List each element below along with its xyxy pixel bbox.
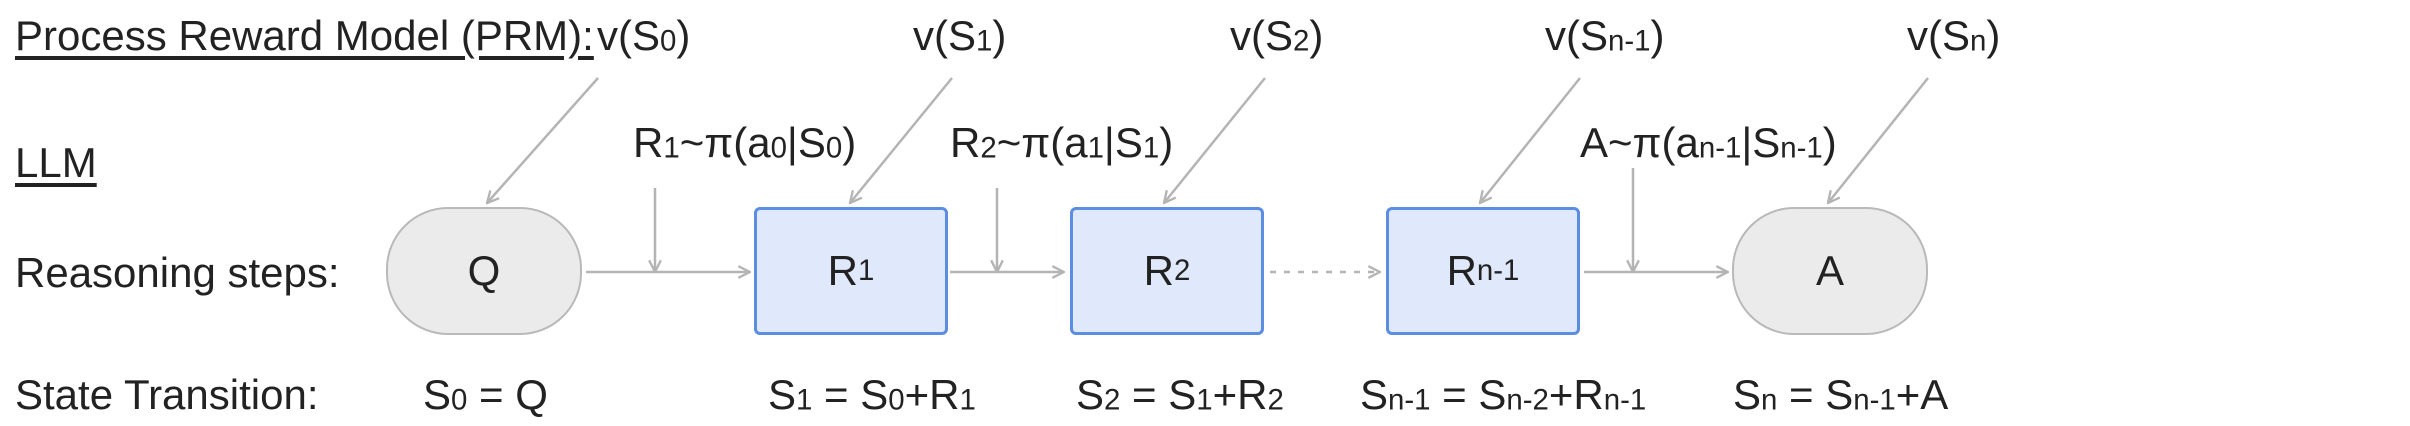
reasoning-row-label: Reasoning steps: (15, 249, 340, 296)
value-label-v0: v(S0) (597, 12, 691, 59)
value-label-vn: v(Sn) (1907, 12, 2001, 59)
value-label-v1: v(S1) (913, 12, 1007, 59)
transition-tn: Sn = Sn-1+A (1733, 371, 1949, 418)
transition-t2: S2 = S1+R2 (1076, 371, 1284, 418)
value-label-v2: v(S2) (1230, 12, 1324, 59)
value-arrow-v0 (487, 77, 599, 203)
policy-label-p2: R2~π(a1|S1) (950, 119, 1174, 166)
transition-row-label: State Transition: (15, 371, 319, 418)
transition-tn1: Sn-1 = Sn-2+Rn-1 (1360, 371, 1647, 418)
value-arrow-v2 (1164, 77, 1266, 203)
llm-row-label: LLM (15, 139, 97, 186)
value-arrow-v1 (850, 77, 953, 203)
transition-t1: S1 = S0+R1 (768, 371, 976, 418)
value-arrow-vn1 (1480, 77, 1581, 203)
node-answer: A (1732, 207, 1928, 335)
prm-row-label: Process Reward Model (PRM): (15, 12, 594, 59)
node-question: Q (386, 207, 582, 335)
policy-label-pa: A~π(an-1|Sn-1) (1580, 119, 1837, 166)
value-arrow-vn (1828, 77, 1929, 203)
policy-label-p1: R1~π(a0|S0) (633, 119, 857, 166)
value-label-vn1: v(Sn-1) (1545, 12, 1665, 59)
transition-t0: S0 = Q (423, 371, 548, 418)
